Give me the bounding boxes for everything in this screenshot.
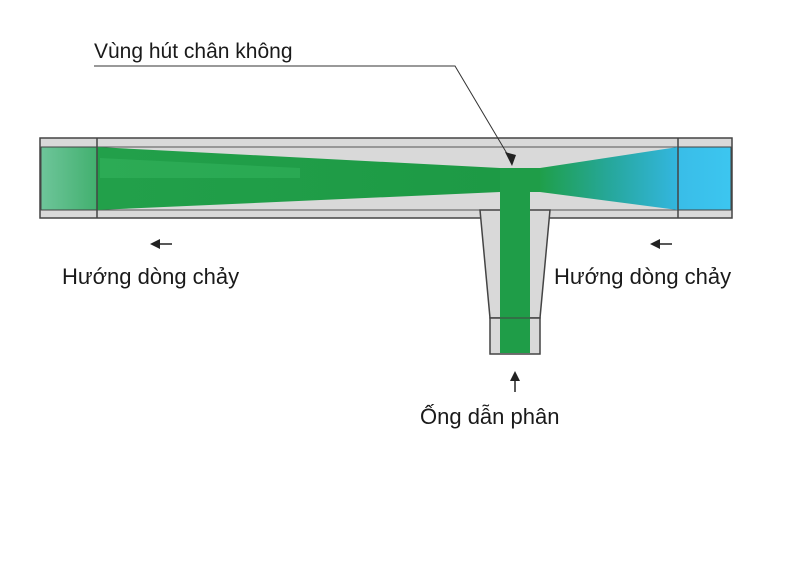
left-end-section: [40, 146, 98, 211]
vacuum-zone-leader-line: [94, 65, 513, 163]
arrow-up-icon: [510, 371, 520, 392]
leader-arrowhead: [505, 152, 516, 166]
outlet-flow: [500, 190, 530, 353]
vacuum-zone-label: Vùng hút chân không: [94, 40, 293, 63]
throat-flow: [500, 168, 540, 192]
left-flow-highlight: [100, 158, 300, 178]
arrow-left-icon: [650, 239, 672, 249]
arrow-left-icon: [150, 239, 172, 249]
right-end-section: [677, 146, 732, 211]
flow-direction-label-right: Hướng dòng chảy: [554, 264, 731, 289]
right-diverging-flow: [540, 147, 678, 210]
flow-direction-label-left: Hướng dòng chảy: [62, 264, 239, 289]
waste-pipe-label: Ống dẫn phân: [420, 403, 559, 429]
left-converging-flow: [97, 147, 500, 210]
